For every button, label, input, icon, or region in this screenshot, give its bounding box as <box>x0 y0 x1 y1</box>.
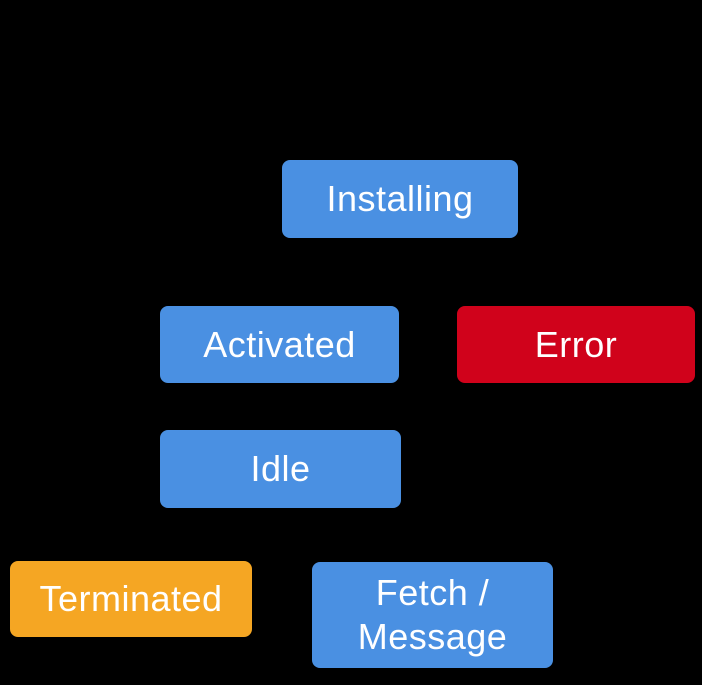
state-box-idle: Idle <box>160 430 401 508</box>
state-box-activated: Activated <box>160 306 399 383</box>
state-box-fetch-message: Fetch / Message <box>312 562 553 668</box>
state-box-terminated: Terminated <box>10 561 252 637</box>
state-box-error: Error <box>457 306 695 383</box>
state-box-installing: Installing <box>282 160 518 238</box>
